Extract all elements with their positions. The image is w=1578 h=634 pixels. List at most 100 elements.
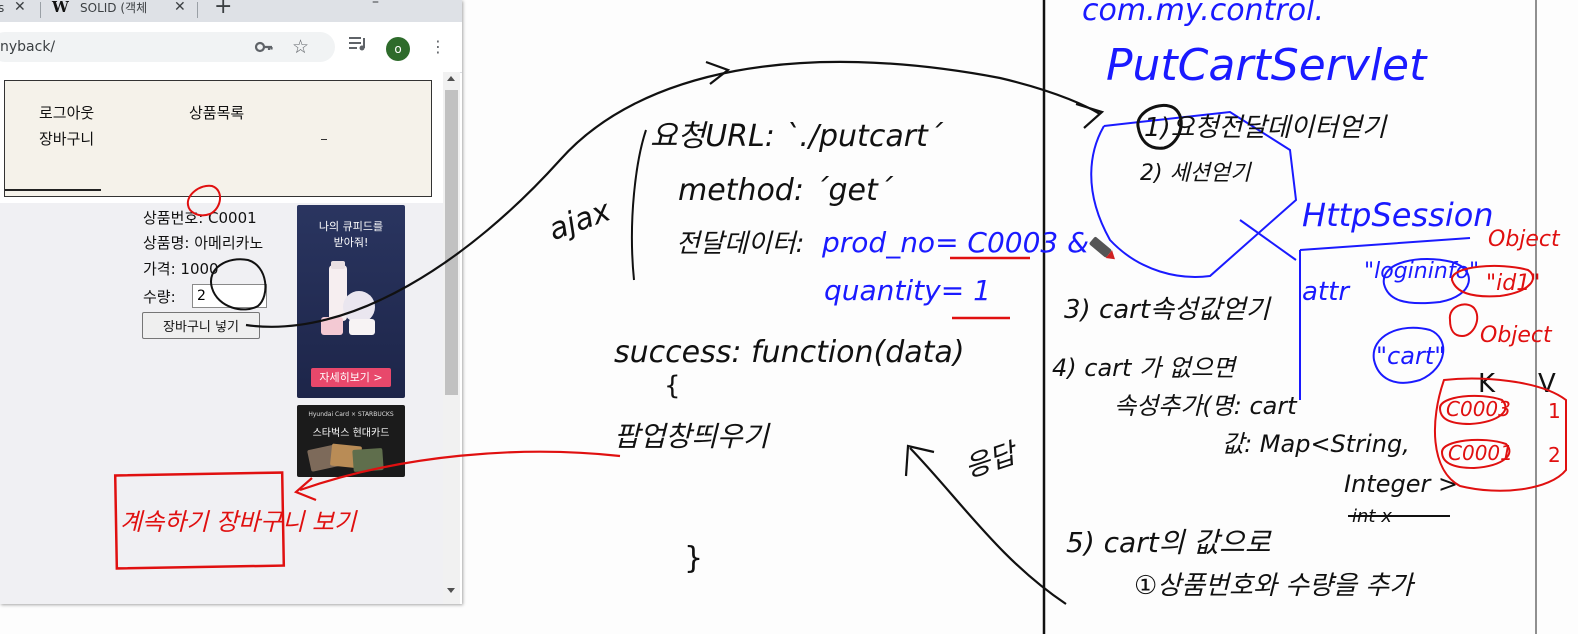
product-list-link[interactable]: 상품목록 — [189, 104, 245, 122]
ad-detail-button[interactable]: 자세히보기 > — [311, 368, 391, 387]
tab-bar: s ✕ W SOLID (객체 ✕ + – — [0, 0, 462, 22]
ad-banner-starbucks[interactable]: Hyundai Card × STARBUCKS 스타벅스 현대카드 — [297, 405, 405, 477]
media-control-icon[interactable] — [349, 36, 369, 52]
tab-label: SOLID (객체 — [80, 1, 148, 15]
note-open-brace: { — [664, 371, 681, 401]
note-k1: C0003 — [1446, 397, 1511, 421]
new-tab-icon[interactable]: + — [214, 0, 233, 19]
ad-brand: Hyundai Card × STARBUCKS — [308, 411, 394, 418]
bracket-line — [630, 129, 647, 281]
add-to-cart-button[interactable]: 장바구니 넣기 — [142, 312, 260, 339]
tab-close-icon[interactable]: ✕ — [14, 0, 26, 15]
arrow-head — [293, 477, 317, 502]
page-header: 로그아웃 상품목록 장바구니 — [4, 80, 432, 197]
scroll-thumb[interactable] — [445, 90, 458, 395]
tab-divider — [197, 2, 198, 18]
note-url: 요청URL: `./putcart´ — [650, 119, 944, 154]
product-price: 가격: 1000 — [143, 260, 219, 278]
star-icon[interactable]: ☆ — [292, 36, 310, 58]
minimize-icon[interactable]: – — [372, 0, 379, 10]
circle-annotation — [1382, 258, 1470, 305]
circle-annotation — [1440, 438, 1511, 470]
note-k: K — [1478, 369, 1496, 399]
circle-annotation — [210, 258, 267, 311]
browser-toolbar: nyback/ ☆ o ⋮ — [0, 22, 462, 73]
product-name: 상품명: 아메리카노 — [143, 234, 264, 252]
ad-card-image — [307, 443, 384, 472]
note-step4d: Integer > — [1344, 470, 1458, 498]
note-data-prod: prod_no= C0003 & — [821, 226, 1089, 259]
arrow-head — [705, 60, 731, 85]
note-method: method: ´get´ — [678, 173, 894, 208]
note-step5b: ①상품번호와 수량을 추가 — [1134, 571, 1416, 601]
tab-divider — [40, 2, 41, 18]
tab-solid[interactable]: W SOLID (객체 ✕ — [44, 0, 196, 22]
session-line — [1299, 237, 1471, 400]
note-step3: 3) cart속성값얻기 — [1064, 295, 1272, 325]
quantity-label: 수량: — [143, 288, 176, 306]
page-content: 로그아웃 상품목록 장바구니 상품번호: C0001 상품명: 아메리카노 가격… — [0, 72, 443, 604]
circle-annotation — [1451, 264, 1534, 298]
note-step1: 1)요청전달데이터얻기 — [1144, 113, 1388, 143]
note-servlet: PutCartServlet — [1106, 40, 1428, 91]
note-ajax: ajax — [544, 193, 615, 247]
vertical-scrollbar[interactable] — [443, 72, 460, 604]
browser-window: s ✕ W SOLID (객체 ✕ + – nyback/ ☆ o ⋮ — [0, 0, 462, 604]
circle-annotation — [186, 184, 221, 217]
note-session: HttpSession — [1302, 196, 1494, 234]
address-bar[interactable]: nyback/ ☆ — [0, 32, 335, 62]
ad-text: 스타벅스 현대카드 — [312, 428, 390, 439]
wikipedia-favicon-icon: W — [52, 0, 69, 16]
ad-banner-cupid[interactable]: 나의 큐피드를 받아줘! 자세히보기 > — [297, 205, 405, 398]
circle-annotation — [1372, 326, 1445, 384]
scroll-down-icon[interactable] — [447, 588, 455, 593]
circle-annotation — [1438, 394, 1507, 426]
note-step2: 2) 세션얻기 — [1140, 161, 1252, 186]
popup-sketch-box — [113, 471, 286, 570]
note-data-label: 전달데이터: — [676, 229, 804, 259]
scroll-up-icon[interactable] — [447, 76, 455, 81]
cart-link[interactable]: 장바구니 — [39, 130, 95, 148]
arrow-response — [909, 447, 1067, 605]
header-mark — [321, 139, 327, 140]
kebab-menu-icon[interactable]: ⋮ — [430, 37, 446, 56]
note-response: 응답 — [960, 436, 1023, 485]
quantity-input[interactable] — [192, 284, 267, 308]
arrow-request — [245, 60, 1101, 328]
arrow-head — [1075, 102, 1105, 129]
circle-annotation — [1136, 103, 1183, 150]
note-step4b: 속성추가(명: cart — [1114, 392, 1298, 420]
ad-text: 나의 큐피드를 받아줘! — [318, 220, 384, 249]
circle-annotation — [1448, 303, 1479, 338]
arrow-head — [904, 444, 935, 477]
tab-close-icon[interactable]: ✕ — [174, 0, 186, 15]
note-popup: 팝업창띄우기 — [614, 420, 771, 453]
note-logininfo: "logininfo" — [1364, 259, 1479, 284]
note-v2: 2 — [1548, 443, 1561, 467]
popup-sketch-text: 계속하기 장바구니 보기 — [120, 508, 358, 536]
note-cart-key: "cart" — [1376, 342, 1445, 370]
product-number: 상품번호: C0001 — [143, 209, 257, 227]
note-step4a: 4) cart 가 없으면 — [1052, 354, 1238, 382]
note-success: success: function(data) — [614, 335, 965, 370]
note-package: com.my.control. — [1082, 0, 1324, 28]
ad-product-image — [321, 261, 375, 335]
logout-link[interactable]: 로그아웃 — [39, 104, 95, 122]
tab-label: s — [0, 1, 5, 15]
note-object2: Object — [1480, 323, 1553, 348]
servlet-line — [1239, 219, 1297, 261]
servlet-shape — [1090, 110, 1298, 278]
header-underline — [5, 189, 101, 191]
note-close-brace: } — [684, 541, 703, 576]
avatar[interactable]: o — [386, 37, 410, 61]
note-step4c: 값: Map<String, — [1222, 430, 1410, 458]
note-attr: attr — [1302, 277, 1351, 307]
url-text[interactable]: nyback/ — [0, 39, 56, 55]
note-object1: Object — [1488, 227, 1561, 252]
note-v: V — [1538, 369, 1556, 399]
key-icon[interactable] — [254, 39, 274, 55]
tab-previous[interactable]: s ✕ — [0, 0, 40, 22]
pen-cursor-icon — [1089, 236, 1115, 260]
note-v1: 1 — [1548, 399, 1561, 423]
